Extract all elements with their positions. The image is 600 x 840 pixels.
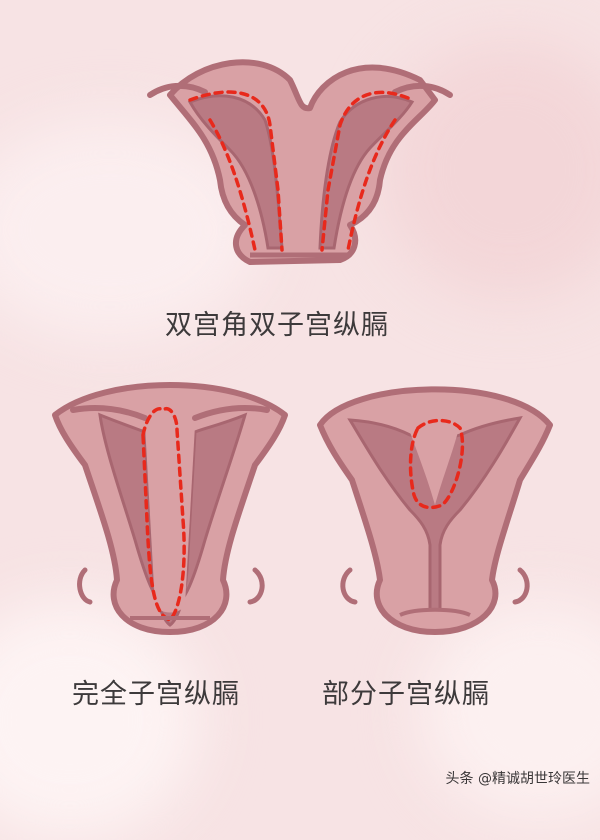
figure-bicornuate-septate <box>147 40 453 280</box>
watermark: 头条 @精诚胡世玲医生 <box>445 771 590 787</box>
uterus-complete-septum-icon <box>52 382 288 635</box>
uterus-partial-septum-icon <box>317 386 553 635</box>
figure-complete-septate <box>45 370 295 640</box>
uterus-bicornuate-icon <box>147 59 453 265</box>
caption-bicornuate-septate: 双宫角双子宫纵膈 <box>165 310 389 341</box>
caption-partial-septate: 部分子宫纵膈 <box>322 679 490 710</box>
caption-complete-septate: 完全子宫纵膈 <box>72 679 240 710</box>
figure-partial-septate <box>310 370 560 640</box>
